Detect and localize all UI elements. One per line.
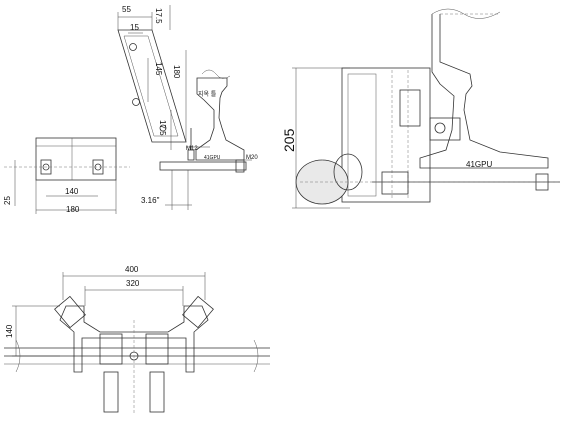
dim-label-17-5-top: 17.5 xyxy=(154,8,163,24)
plan-clip-left xyxy=(54,295,86,329)
bolt-head xyxy=(434,122,446,134)
plate-hole xyxy=(159,124,167,132)
clamp-jaw xyxy=(399,89,421,127)
roller-end xyxy=(333,153,363,191)
rotated-plate xyxy=(117,29,187,143)
dim-label-140: 140 xyxy=(65,187,79,196)
dim-label-145: 145 xyxy=(154,62,163,76)
rail-profile-large xyxy=(419,14,549,169)
plan-clip-right xyxy=(182,295,214,329)
bolt-m12-label: M12 xyxy=(186,146,198,152)
bottom-nut xyxy=(381,171,409,195)
rail-foot-bolt xyxy=(159,161,247,171)
plan-bracket xyxy=(59,305,209,373)
section-view xyxy=(292,8,560,209)
dim-label-180: 180 xyxy=(66,205,80,214)
bracket-inner xyxy=(347,73,377,197)
side-view xyxy=(4,137,247,214)
dim-label-400: 400 xyxy=(125,265,139,274)
dim-label-320: 320 xyxy=(126,279,140,288)
rail-large-label: 41GPU xyxy=(466,160,493,169)
dim-label-15: 15 xyxy=(130,23,139,32)
break-line xyxy=(253,339,259,373)
plan-block-left xyxy=(99,333,123,365)
top-plate-view xyxy=(117,5,252,161)
break-line xyxy=(15,339,21,373)
plate-hole xyxy=(132,98,140,106)
plan-view xyxy=(4,272,270,414)
rail-break-line xyxy=(201,69,231,79)
clamp-bolt-block xyxy=(429,117,461,141)
plan-block-right xyxy=(145,333,169,365)
nut-right xyxy=(92,159,104,175)
rail-profile-small xyxy=(195,77,245,161)
rail-break-line xyxy=(431,8,501,19)
dim-label-25: 25 xyxy=(3,196,12,205)
korean-label: 지옥 틀 xyxy=(198,92,217,98)
dim-label-205: 205 xyxy=(281,128,297,152)
dim-label-180-vertical: 180 xyxy=(172,65,181,79)
rotated-plate-inner xyxy=(123,35,179,137)
bolt-m20-label: M20 xyxy=(246,155,258,161)
plate-hole xyxy=(129,43,137,51)
dim-label-55: 55 xyxy=(122,5,131,14)
dim-label-3-16: 3.16" xyxy=(141,196,160,205)
plan-bolt-left xyxy=(103,371,119,413)
bolt-m20-head xyxy=(235,159,245,173)
dim-label-17-5-bottom: 17.5 xyxy=(158,120,167,136)
plan-bolt-right xyxy=(149,371,165,413)
dim-label-140-plan: 140 xyxy=(5,324,14,338)
clamp-block xyxy=(35,137,117,181)
rail-small-label: 41GPU xyxy=(204,155,221,161)
